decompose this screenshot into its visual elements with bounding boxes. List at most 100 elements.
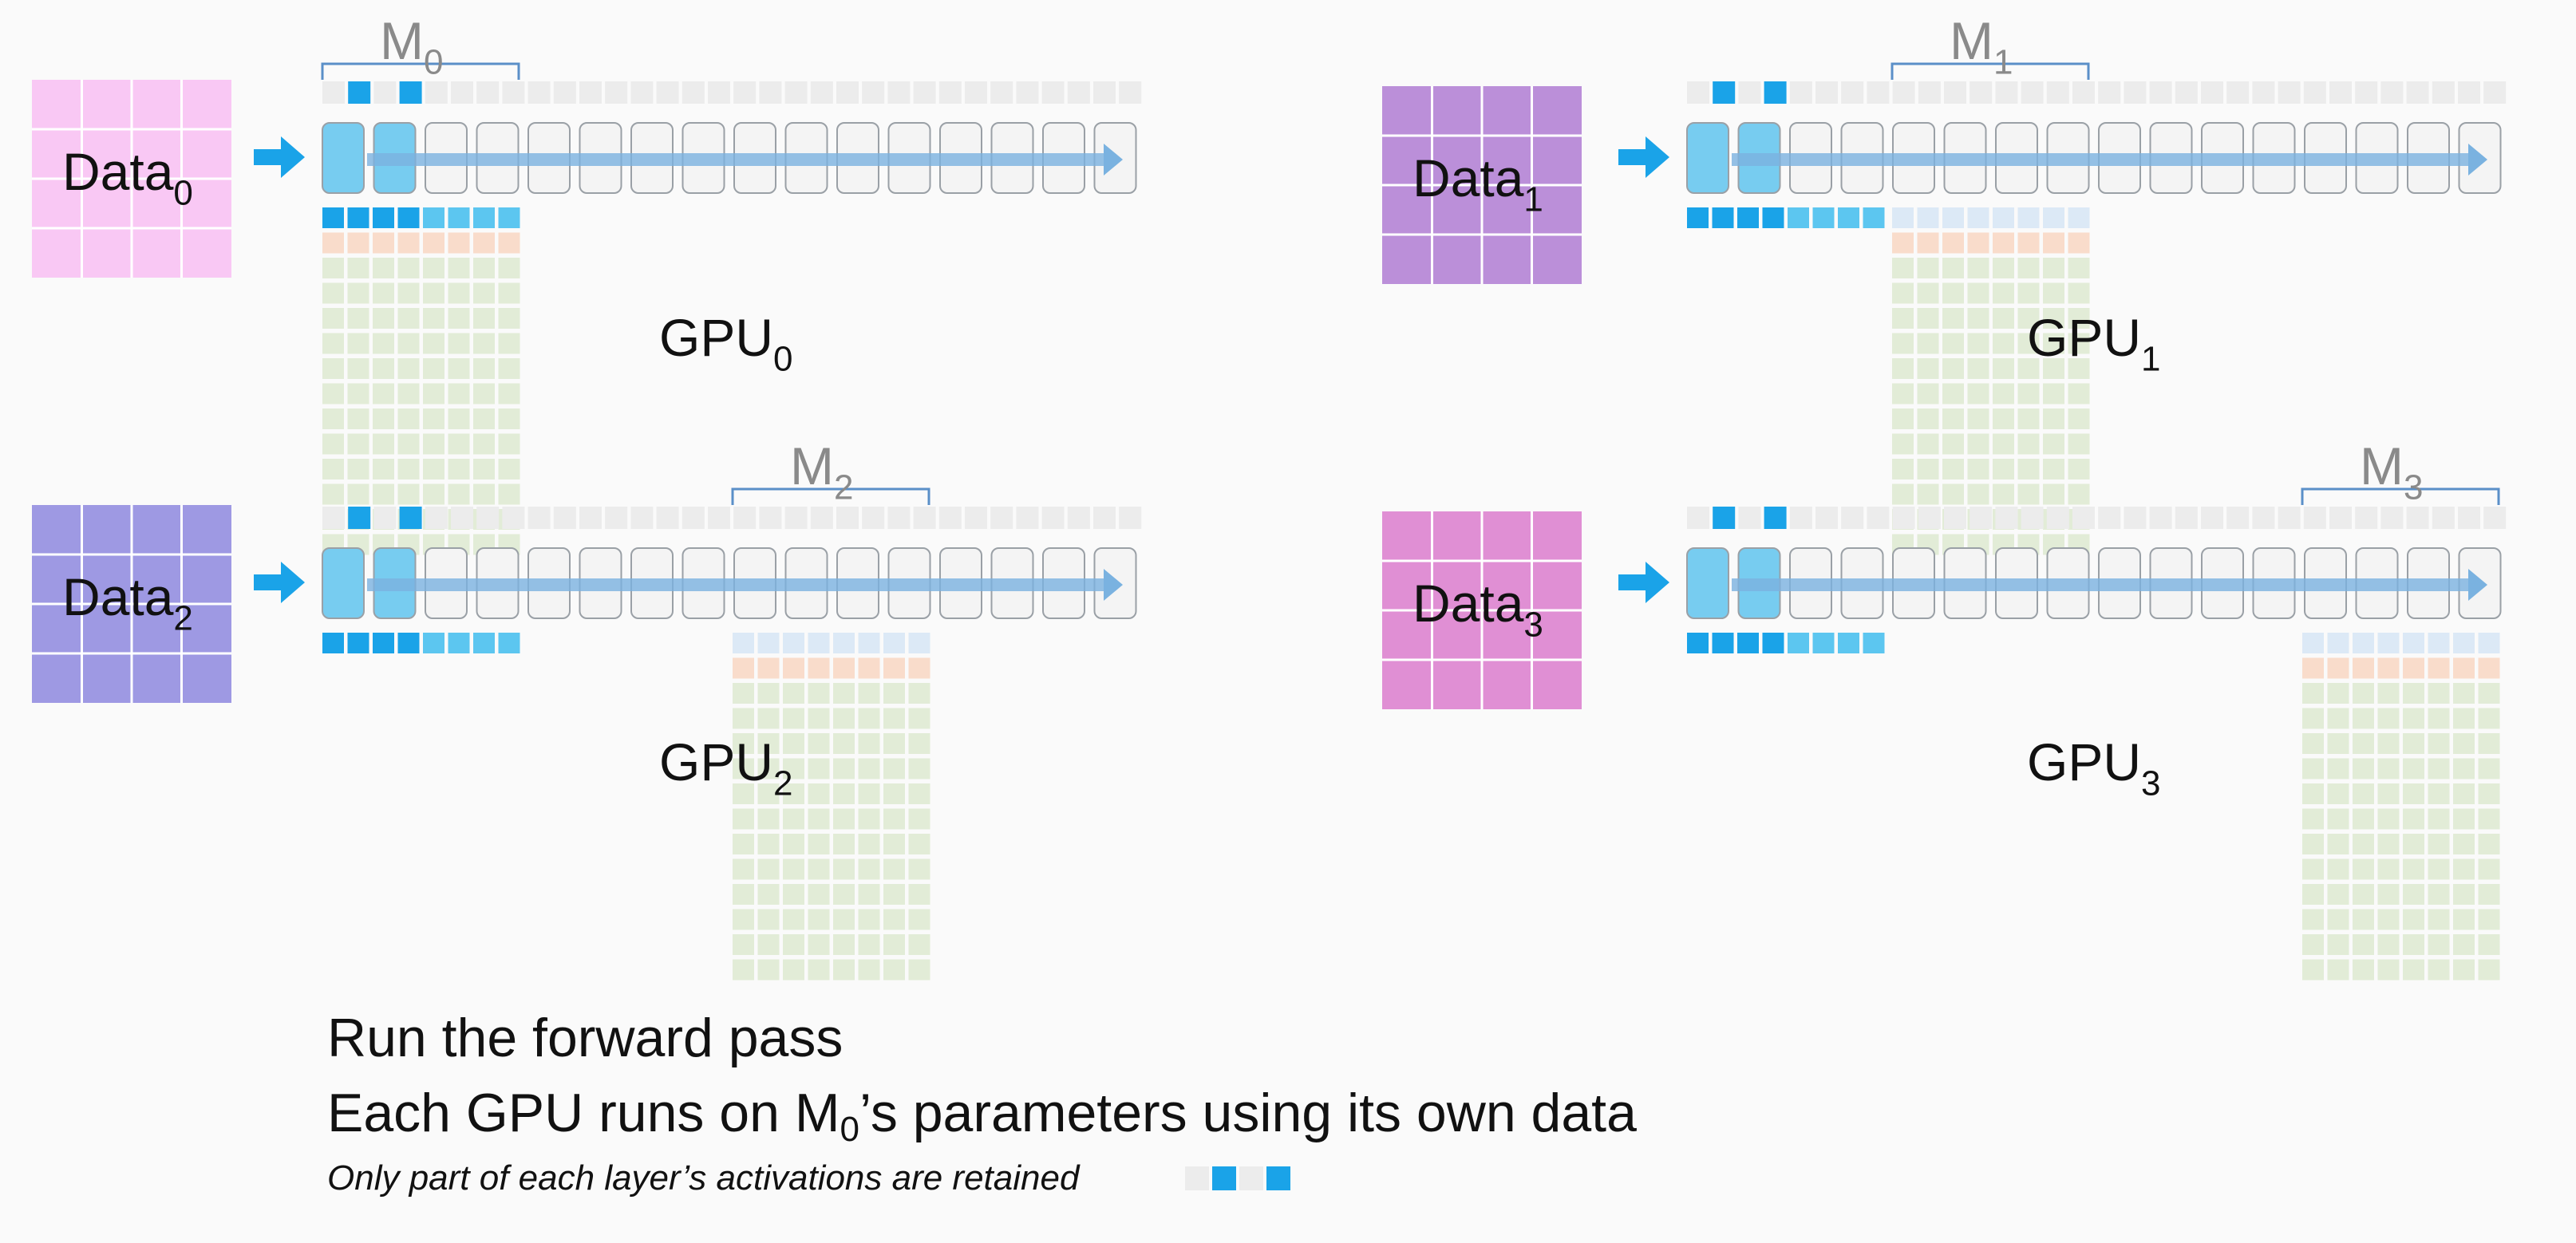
gathered-parameter-cell (1788, 633, 1809, 653)
gradient-cell (423, 308, 444, 329)
gradient-cell (2428, 733, 2450, 754)
activation-slot (630, 81, 654, 104)
activation-slot (2483, 507, 2507, 529)
optimizer-state-cell (908, 657, 930, 679)
gradient-cell (397, 383, 420, 404)
data-label-main: Data (1412, 148, 1524, 207)
gathered-parameter-cell (1863, 207, 1885, 228)
gradient-cell (448, 459, 470, 479)
activation-slot (1815, 507, 1838, 529)
gradient-cell (783, 758, 804, 779)
parameter-cell (1967, 207, 1989, 228)
retained-activation-cell (1713, 507, 1736, 529)
gradient-cell (2302, 683, 2324, 704)
gradient-cell (833, 733, 855, 754)
gradient-cell (757, 909, 780, 930)
model-layer (1686, 547, 1729, 619)
gradient-cell (2377, 758, 2400, 779)
gradient-cell (783, 959, 804, 981)
gradient-cell (883, 708, 905, 729)
activation-slot (2021, 507, 2044, 529)
activation-slot (836, 507, 859, 529)
gradient-cell (322, 308, 344, 329)
gradient-cell (2353, 783, 2374, 804)
gradient-cell (1967, 358, 1989, 379)
gradient-cell (883, 934, 905, 955)
activation-slot (605, 507, 628, 529)
gradient-cell (423, 258, 444, 278)
gradient-cell (2403, 934, 2424, 955)
gpu-label-sub: 0 (773, 339, 792, 378)
activation-slot (1918, 81, 1941, 104)
gradient-cell (1917, 408, 1939, 429)
gradient-cell (2478, 758, 2500, 779)
gradient-cell (2327, 858, 2349, 880)
activation-slot (2329, 507, 2352, 529)
gradient-cell (858, 834, 880, 854)
activation-slot (2278, 507, 2301, 529)
gradient-cell (1942, 282, 1964, 304)
gradient-cell (2302, 834, 2324, 854)
gradient-cell (1942, 333, 1964, 354)
model-shard-label-sub: 3 (2404, 468, 2423, 507)
parameter-cell (423, 207, 444, 228)
activation-slot (2072, 81, 2095, 104)
gradient-cell (757, 934, 780, 955)
gradient-cell (733, 758, 754, 779)
gathered-parameter-cell (1712, 633, 1734, 653)
optimizer-state-cell (397, 232, 420, 254)
gradient-cell (373, 258, 394, 278)
gradient-cell (2377, 683, 2400, 704)
gradient-cell (2453, 934, 2475, 955)
gradient-cell (2302, 783, 2324, 804)
gradient-cell (908, 834, 930, 854)
gradient-cell (1892, 358, 1914, 379)
gradient-cell (2017, 333, 2040, 354)
gpu-label: GPU0 (659, 308, 793, 378)
gradient-cell (1892, 282, 1914, 304)
gathered-parameter-cell (1812, 633, 1835, 653)
gradient-cell (783, 708, 804, 729)
activation-slot (733, 81, 757, 104)
activation-slot (451, 81, 473, 104)
gradient-cell (2403, 683, 2424, 704)
gradient-cell (2403, 808, 2424, 830)
gradient-cell (1967, 433, 1989, 455)
activation-slot (810, 507, 833, 529)
gradient-cell (2302, 934, 2324, 955)
gradient-cell (2453, 683, 2475, 704)
gradient-cell (347, 333, 369, 354)
gradient-cell (908, 884, 930, 905)
optimizer-state-cell (347, 232, 369, 254)
gradient-cell (2453, 834, 2475, 854)
parameter-cell (1917, 207, 1939, 228)
gradient-cell (783, 783, 804, 804)
gradient-cell (473, 383, 495, 404)
gradient-cell (2428, 834, 2450, 854)
gradient-cell (2478, 783, 2500, 804)
gradient-cell (833, 783, 855, 804)
activation-slot (2124, 81, 2147, 104)
gradient-cell (1892, 459, 1914, 479)
gradient-cell (397, 308, 420, 329)
parameter-cell (322, 207, 344, 228)
gradient-cell (808, 733, 830, 754)
activation-slot (1041, 507, 1065, 529)
activation-slot (2252, 81, 2275, 104)
gradient-cell (808, 909, 830, 930)
gradient-cell (2377, 934, 2400, 955)
activation-slot (862, 507, 885, 529)
gradient-cell (757, 758, 780, 779)
gathered-parameter-cell (1712, 207, 1734, 228)
data-label: Data2 (62, 567, 193, 637)
gradient-cell (2478, 683, 2500, 704)
gradient-cell (423, 383, 444, 404)
activation-slot (1918, 507, 1941, 529)
activation-slot (2226, 507, 2250, 529)
gpu-label: GPU2 (659, 732, 793, 803)
parameter-cell (473, 207, 495, 228)
activation-slot (2124, 507, 2147, 529)
activation-slot (2355, 81, 2378, 104)
legend-cell-retained (1266, 1166, 1290, 1190)
gathered-parameter-cell (347, 633, 369, 653)
